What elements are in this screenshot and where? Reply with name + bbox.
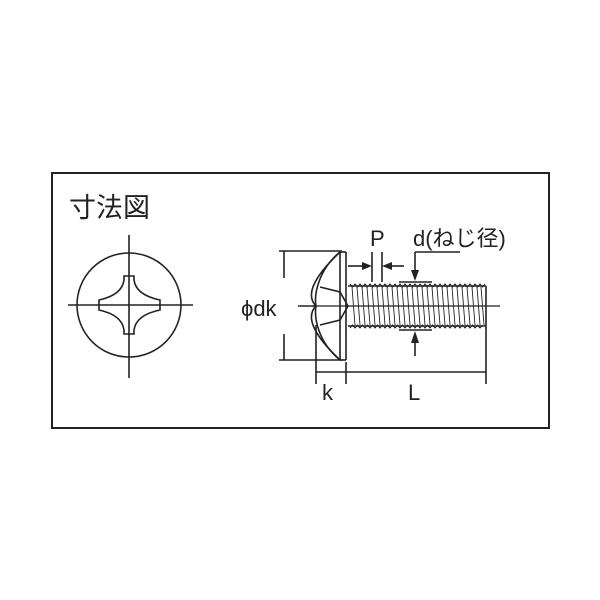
arrow-down-icon <box>411 270 419 281</box>
label-thread-diameter: d(ねじ径) <box>413 226 506 251</box>
cross-recess-icon <box>98 275 161 335</box>
side-view <box>310 251 500 361</box>
label-head-diameter: ϕdk <box>241 296 278 321</box>
thread-pattern <box>349 283 486 329</box>
dimension-lines <box>279 250 487 384</box>
arrow-left-icon <box>382 262 392 270</box>
label-pitch: P <box>370 226 385 251</box>
diagram-title: 寸法図 <box>69 193 150 224</box>
arrow-up-icon <box>411 331 419 343</box>
arrowheads <box>362 262 419 343</box>
label-length: L <box>408 380 420 405</box>
label-head-height: k <box>322 380 334 405</box>
arrow-right-icon <box>362 262 372 270</box>
diagram-frame <box>51 172 550 429</box>
top-view <box>68 235 193 378</box>
